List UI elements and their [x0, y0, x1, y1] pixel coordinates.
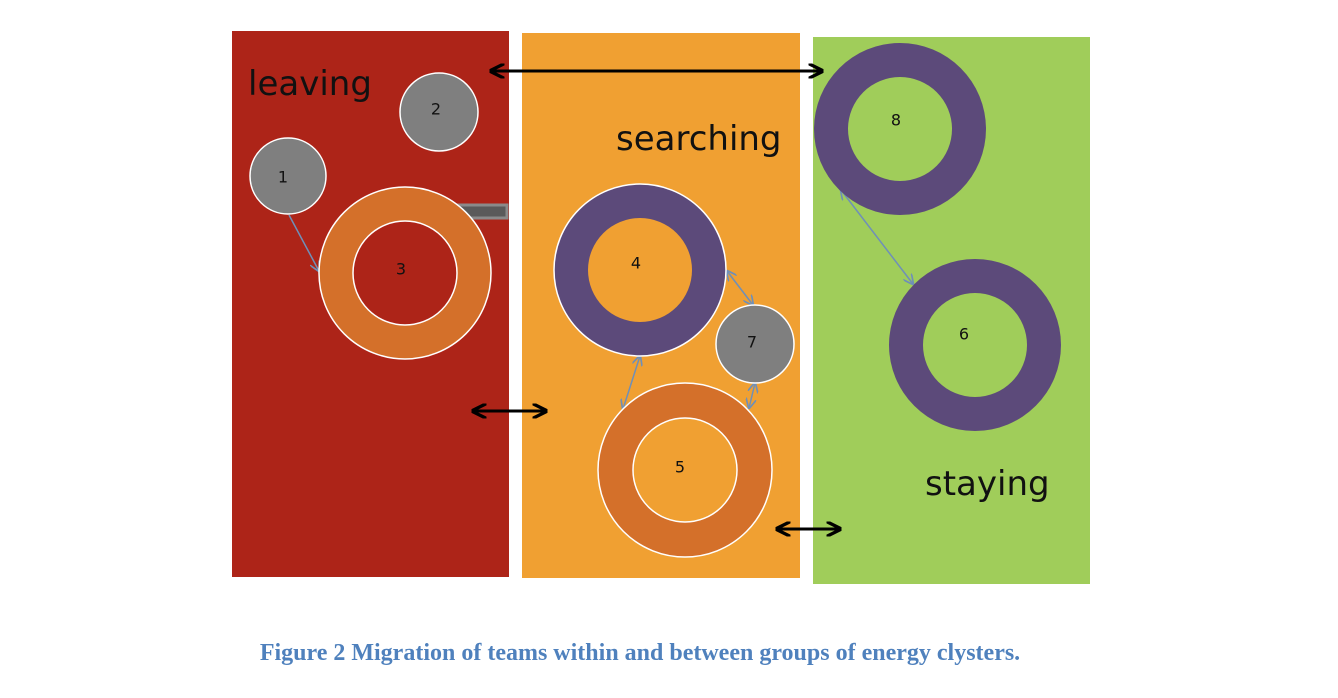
node-label-6: 6 — [959, 325, 969, 344]
figure-caption: Figure 2 Migration of teams within and b… — [259, 640, 1021, 666]
node-label-1: 1 — [278, 168, 288, 187]
edge-8-to-6 — [841, 190, 913, 284]
node-3: 3 — [318, 186, 492, 360]
edge-7-to-5 — [749, 383, 755, 408]
node-label-2: 2 — [431, 100, 441, 119]
node-6: 6 — [889, 259, 1061, 431]
edge-4-to-7 — [727, 271, 753, 305]
node-8: 8 — [814, 43, 986, 215]
zone-label-searching: searching — [616, 119, 782, 159]
migration-diagram: leaving searching staying 1 2 3 4 7 — [232, 31, 1090, 584]
node-1: 1 — [249, 137, 327, 215]
node-5: 5 — [597, 382, 773, 558]
zone-label-staying: staying — [925, 464, 1050, 504]
node-label-8: 8 — [891, 111, 901, 130]
edge-4-to-5 — [623, 356, 640, 409]
zone-label-leaving: leaving — [248, 64, 372, 104]
node-4: 4 — [553, 183, 727, 357]
node-label-5: 5 — [675, 458, 685, 477]
node-2: 2 — [399, 72, 479, 152]
node-label-4: 4 — [631, 254, 641, 273]
node-label-3: 3 — [396, 260, 406, 279]
edge-1-to-3 — [288, 214, 319, 271]
node-label-7: 7 — [747, 333, 757, 352]
node-7: 7 — [715, 304, 795, 384]
